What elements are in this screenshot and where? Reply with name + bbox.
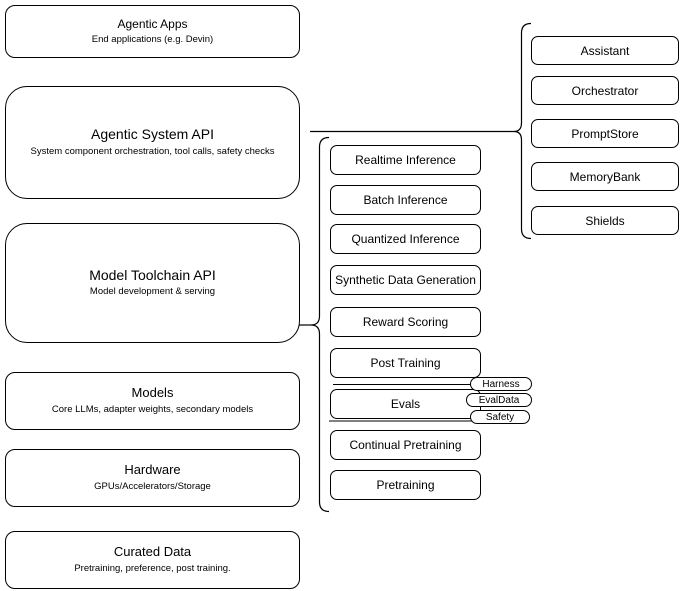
node-curated-data-title: Curated Data — [113, 544, 192, 560]
node-model-toolchain-api-title: Model Toolchain API — [89, 266, 216, 283]
node-agentic-system-api-subtitle: System component orchestration, tool cal… — [30, 145, 275, 157]
toolchain-item-post-training: Post Training — [330, 348, 481, 378]
node-agentic-apps: Agentic Apps End applications (e.g. Devi… — [5, 5, 300, 58]
eval-tag-evaldata: EvalData — [466, 393, 532, 407]
system-component-memorybank: MemoryBank — [531, 162, 679, 191]
toolchain-item-synthetic-data-generation: Synthetic Data Generation — [330, 265, 481, 295]
system-component-assistant: Assistant — [531, 36, 679, 65]
node-models-subtitle: Core LLMs, adapter weights, secondary mo… — [51, 403, 254, 415]
node-model-toolchain-api: Model Toolchain API Model development & … — [5, 223, 300, 343]
eval-tag-safety: Safety — [470, 410, 530, 424]
node-models: Models Core LLMs, adapter weights, secon… — [5, 372, 300, 430]
system-component-promptstore: PromptStore — [531, 119, 679, 148]
node-curated-data: Curated Data Pretraining, preference, po… — [5, 531, 300, 589]
system-component-shields: Shields — [531, 206, 679, 235]
node-hardware-title: Hardware — [124, 462, 181, 478]
node-agentic-apps-subtitle: End applications (e.g. Devin) — [91, 33, 214, 45]
toolchain-item-realtime-inference: Realtime Inference — [330, 145, 481, 175]
node-agentic-apps-title: Agentic Apps — [117, 16, 188, 31]
node-model-toolchain-api-subtitle: Model development & serving — [89, 286, 216, 298]
toolchain-item-batch-inference: Batch Inference — [330, 185, 481, 215]
system-components-brace — [513, 22, 532, 240]
node-curated-data-subtitle: Pretraining, preference, post training. — [74, 562, 231, 574]
toolchain-item-pretraining: Pretraining — [330, 470, 481, 500]
node-hardware-subtitle: GPUs/Accelerators/Storage — [94, 480, 211, 492]
node-hardware: Hardware GPUs/Accelerators/Storage — [5, 449, 300, 507]
node-agentic-system-api-title: Agentic System API — [91, 126, 214, 143]
toolchain-item-continual-pretraining: Continual Pretraining — [330, 430, 481, 460]
eval-tag-harness: Harness — [470, 377, 532, 391]
toolchain-item-evals: Evals — [330, 389, 481, 419]
toolchain-brace — [310, 136, 330, 513]
toolchain-item-quantized-inference: Quantized Inference — [330, 224, 481, 254]
node-agentic-system-api: Agentic System API System component orch… — [5, 86, 300, 199]
system-component-orchestrator: Orchestrator — [531, 76, 679, 105]
toolchain-item-reward-scoring: Reward Scoring — [330, 307, 481, 337]
node-models-title: Models — [131, 385, 174, 401]
